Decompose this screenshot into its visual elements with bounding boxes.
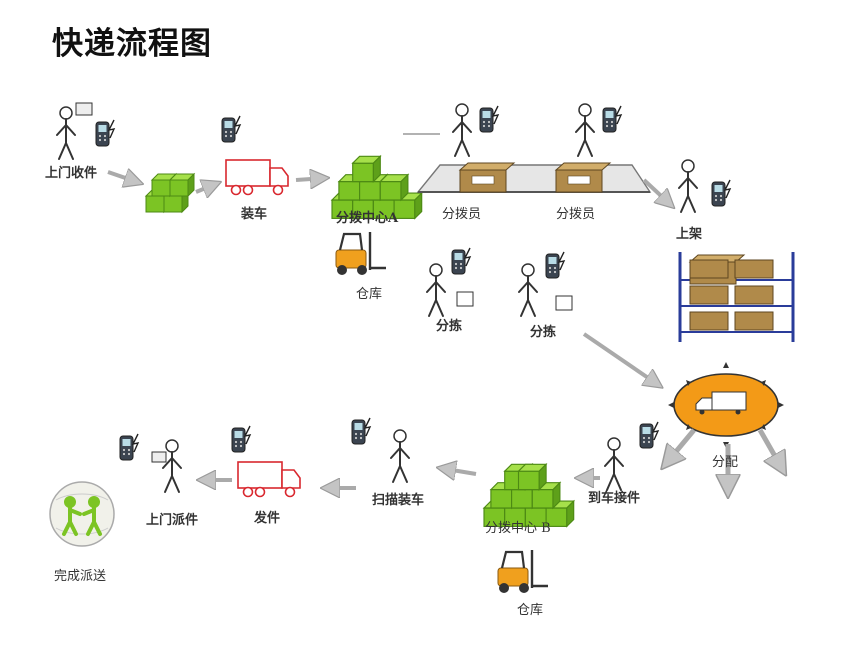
scanner-icon (119, 433, 139, 461)
package-icon (459, 162, 515, 193)
center-b-box-stack-icon (483, 463, 575, 527)
scanner-icon (639, 421, 659, 449)
hub-icon (668, 362, 784, 448)
sort-2-label: 分拣 (530, 324, 556, 340)
forklift-icon (334, 230, 388, 277)
dispatch-label: 发件 (253, 510, 280, 526)
sort-person-icon (426, 263, 446, 317)
shelf-icon (678, 252, 795, 342)
scanner-icon (95, 119, 115, 147)
globe-icon (49, 481, 115, 547)
arrow-icon (642, 178, 672, 206)
sorter-person-icon (575, 103, 595, 157)
receive-person-icon (604, 437, 624, 491)
arrow-icon (107, 172, 140, 183)
arrow-icon (664, 428, 696, 466)
truck-icon (237, 461, 301, 498)
scanner-icon (451, 247, 471, 275)
sorter-person-icon (452, 103, 472, 157)
complete-label: 完成派送 (54, 569, 106, 584)
scanner-icon (221, 115, 241, 143)
sorter-1-label: 分拨员 (442, 207, 481, 222)
pickup-label: 上门收件 (45, 165, 97, 181)
box-icon (456, 291, 474, 307)
shelf-label: 上架 (676, 226, 702, 242)
delivery-person-icon (162, 439, 182, 493)
warehouse-a-label: 仓库 (356, 286, 382, 302)
sort-1-label: 分拣 (436, 318, 462, 334)
sorter-2-label: 分拨员 (556, 207, 595, 222)
shelf-person-icon (678, 159, 698, 213)
scanner-icon (602, 105, 622, 133)
distribute-label: 分配 (712, 455, 738, 470)
scanner-icon (231, 425, 251, 453)
scanner-icon (479, 105, 499, 133)
scan-load-person-icon (390, 429, 410, 483)
scan-load-label: 扫描装车 (372, 492, 424, 508)
arrow-icon (582, 332, 660, 386)
parcel-icon (151, 451, 167, 463)
load-truck-label: 装车 (240, 206, 267, 222)
sort-person-icon (518, 263, 538, 317)
arrow-icon (295, 178, 326, 180)
scanner-icon (351, 417, 371, 445)
center-b-label: 分拨中心 B (485, 521, 551, 536)
forklift-icon (496, 548, 550, 595)
warehouse-b-label: 仓库 (517, 602, 543, 618)
conveyor-icon (416, 164, 652, 193)
package-icon (555, 162, 611, 193)
pickup-person-icon (56, 102, 93, 160)
truck-icon (225, 159, 289, 196)
center-a-box-stack-icon (331, 155, 423, 219)
door-delivery-label: 上门派件 (146, 512, 198, 528)
box-icon (555, 295, 573, 311)
scanner-icon (711, 179, 731, 207)
center-a-label: 分拨中心A (336, 210, 399, 226)
scanner-icon (545, 251, 565, 279)
arrow-icon (195, 183, 218, 192)
page-title: 快递流程图 (52, 26, 212, 62)
receive-truck-label: 到车接件 (588, 490, 640, 506)
arrow-icon (757, 428, 784, 472)
box-stack-icon (145, 173, 195, 213)
arrow-icon (440, 468, 477, 474)
